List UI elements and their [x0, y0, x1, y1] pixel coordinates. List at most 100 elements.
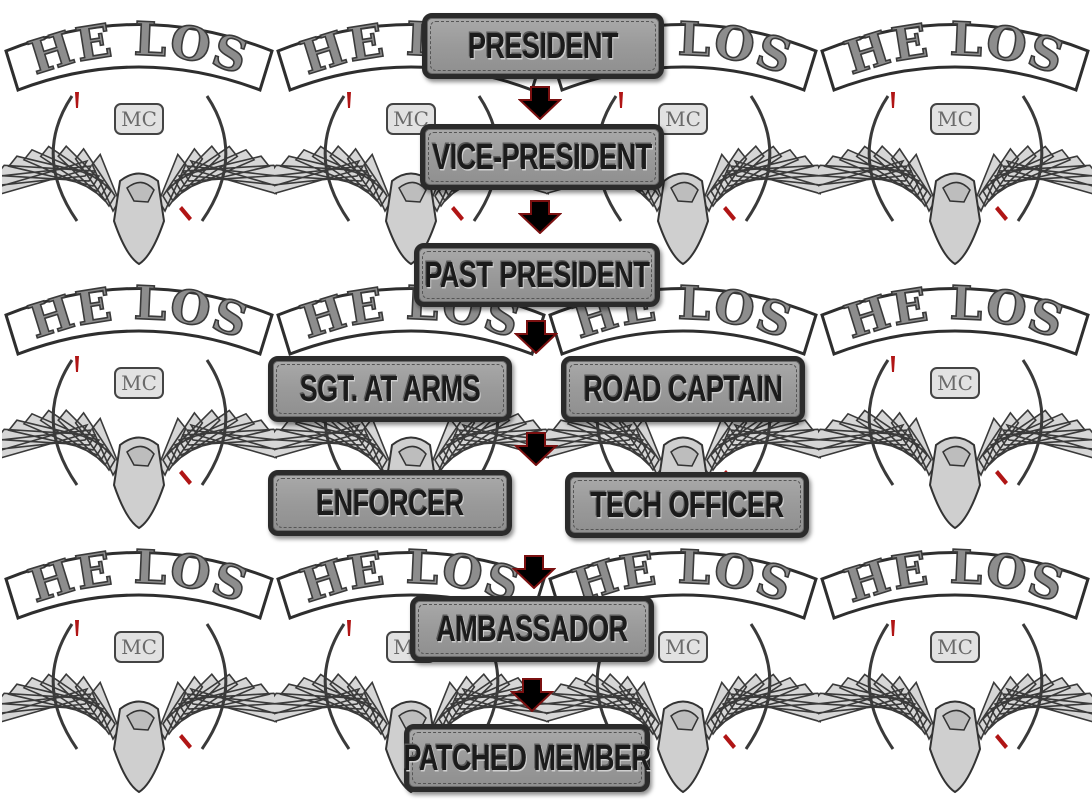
blood-drip [619, 92, 623, 108]
blood-drip [723, 206, 736, 221]
patch-president: PRESIDENT [422, 13, 664, 79]
eagle-wings [2, 623, 277, 750]
eagle-head [670, 181, 699, 203]
blood-drip [179, 206, 192, 221]
eagle-wings [818, 623, 1092, 750]
patch-label-president: PRESIDENT [467, 25, 619, 66]
blood-drip [75, 620, 79, 636]
eagle-wings [2, 95, 277, 222]
down-arrow-icon [518, 86, 562, 120]
patch-tech-officer: TECH OFFICER [565, 472, 809, 538]
down-arrow-icon [512, 555, 556, 589]
rocker-banner [4, 23, 274, 92]
eagle-head [126, 709, 155, 731]
emblem-graphic: THE LOST MC [2, 270, 277, 530]
emblem-tile: THE LOST MC [2, 6, 277, 271]
emblem-tile: THE LOST MC [2, 534, 277, 799]
mc-badge [114, 631, 164, 663]
patch-label-road-captain: ROAD CAPTAIN [583, 368, 784, 409]
patch-label-vice-president: VICE-PRESIDENT [432, 136, 652, 177]
rocker-text: THE LOST [2, 534, 256, 613]
emblem-tile: THE LOST MC [2, 270, 277, 535]
mc-badge-text: MC [937, 107, 973, 131]
mc-badge-text: MC [121, 635, 157, 659]
emblem-tile: THE LOST MC [818, 270, 1092, 535]
emblem-graphic: THE LOST MC [818, 534, 1092, 794]
mc-badge-text: MC [121, 107, 157, 131]
blood-drip [179, 470, 192, 485]
blood-drip [995, 470, 1008, 485]
rocker-text: THE LOST [818, 270, 1072, 349]
eagle-head [942, 709, 971, 731]
blood-drip [891, 620, 895, 636]
patch-label-patched-member: PATCHED MEMBER [403, 737, 652, 778]
eagle-wings [2, 359, 277, 486]
emblem-tile: THE LOST MC [818, 6, 1092, 271]
mc-badge [658, 103, 708, 135]
blood-drip [179, 734, 192, 749]
mc-badge [930, 103, 980, 135]
patch-label-tech-officer: TECH OFFICER [590, 484, 784, 525]
patch-sgt-at-arms: SGT. AT ARMS [268, 356, 512, 422]
patch-label-sgt-at-arms: SGT. AT ARMS [299, 368, 481, 409]
rocker-banner [820, 287, 1090, 356]
rocker-banner [4, 287, 274, 356]
rocker-banner [820, 23, 1090, 92]
blood-drip [723, 734, 736, 749]
emblem-tile: THE LOST MC [818, 534, 1092, 799]
blood-drip [75, 92, 79, 108]
eagle-head [126, 181, 155, 203]
emblem-graphic: THE LOST MC [2, 6, 277, 266]
mc-badge-text: MC [937, 371, 973, 395]
eagle-head [670, 709, 699, 731]
eagle-head [398, 181, 427, 203]
mc-badge-text: MC [937, 635, 973, 659]
mc-badge-text: MC [121, 371, 157, 395]
eagle-head [670, 445, 699, 467]
eagle-head [398, 445, 427, 467]
down-arrow-icon [510, 678, 554, 712]
eagle-head [942, 445, 971, 467]
mc-badge [930, 367, 980, 399]
patch-ambassador: AMBASSADOR [410, 596, 654, 662]
eagle-head [942, 181, 971, 203]
rocker-text: THE LOST [818, 534, 1072, 613]
blood-drip [347, 620, 351, 636]
mc-badge [114, 103, 164, 135]
emblem-graphic: THE LOST MC [818, 6, 1092, 266]
rocker-text: THE LOST [2, 270, 256, 349]
patch-enforcer: ENFORCER [268, 470, 512, 536]
patch-patched-member: PATCHED MEMBER [403, 724, 652, 792]
blood-drip [995, 734, 1008, 749]
emblem-graphic: THE LOST MC [818, 270, 1092, 530]
patch-label-ambassador: AMBASSADOR [436, 608, 628, 649]
eagle-wings [818, 95, 1092, 222]
eagle-head [126, 445, 155, 467]
mc-badge [930, 631, 980, 663]
blood-drip [75, 356, 79, 372]
down-arrow-icon [518, 200, 562, 234]
patch-past-president: PAST PRESIDENT [414, 243, 660, 307]
down-arrow-icon [514, 320, 558, 354]
mc-badge-text: MC [665, 635, 701, 659]
rocker-text: THE LOST [2, 6, 256, 85]
blood-drip [995, 206, 1008, 221]
blood-drip [347, 92, 351, 108]
emblem-graphic: THE LOST MC [2, 534, 277, 794]
mc-badge [658, 631, 708, 663]
rocker-text: THE LOST [818, 6, 1072, 85]
rocker-banner [820, 551, 1090, 620]
patch-road-captain: ROAD CAPTAIN [561, 356, 805, 422]
blood-drip [891, 92, 895, 108]
blood-drip [891, 356, 895, 372]
mc-badge [114, 367, 164, 399]
patch-label-past-president: PAST PRESIDENT [424, 254, 650, 295]
patch-label-enforcer: ENFORCER [316, 482, 464, 523]
mc-badge-text: MC [665, 107, 701, 131]
eagle-wings [818, 359, 1092, 486]
rocker-banner [4, 551, 274, 620]
blood-drip [451, 206, 464, 221]
down-arrow-icon [514, 432, 558, 466]
patch-vice-president: VICE-PRESIDENT [420, 124, 664, 190]
